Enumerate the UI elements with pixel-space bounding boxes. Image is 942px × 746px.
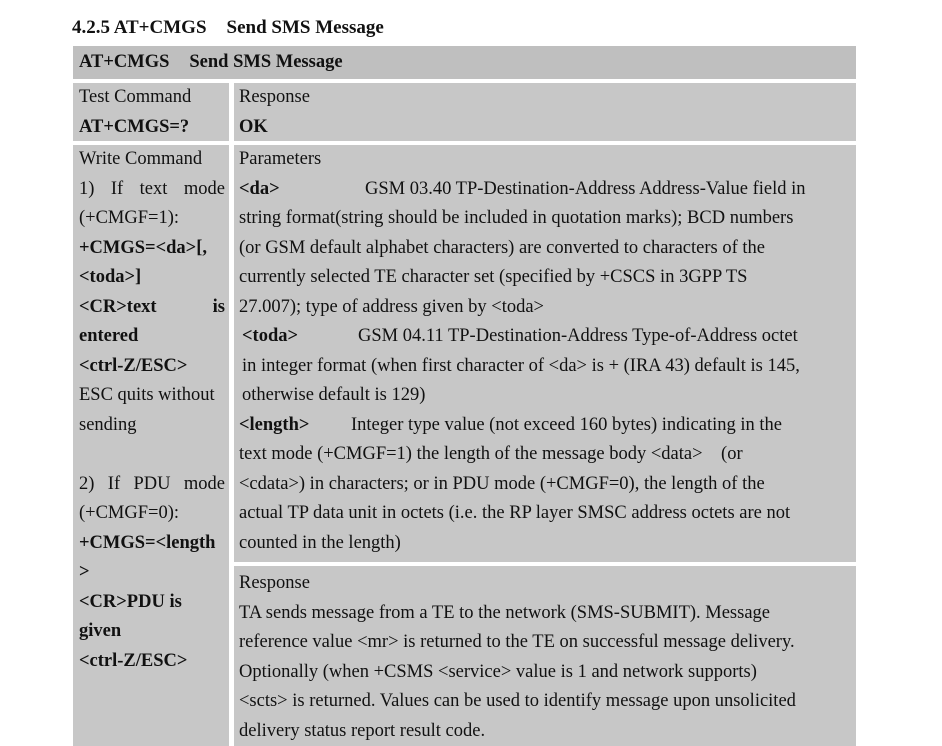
- section-title: 4.2.5 AT+CMGS Send SMS Message: [72, 13, 384, 43]
- text-mode-condition: (+CMGF=1):: [79, 208, 180, 228]
- param-length-desc: Integer type value (not exceed 160 bytes…: [351, 414, 783, 435]
- parameters-label: Parameters: [239, 149, 322, 169]
- param-da-desc: string format(string should be included …: [239, 208, 794, 228]
- param-da-desc: GSM 03.40 TP-Destination-Address Address…: [365, 178, 806, 199]
- cr-text-word: is: [212, 296, 225, 317]
- cr-text-word: <CR>text: [79, 296, 157, 317]
- text-mode-word: text: [139, 178, 168, 199]
- pdu-mode-condition: (+CMGF=0):: [79, 503, 180, 523]
- pdu-syntax-1: +CMGS=<length: [79, 532, 216, 553]
- header-name: Send SMS Message: [189, 52, 343, 72]
- test-command-syntax: AT+CMGS=?: [79, 116, 190, 137]
- param-length-desc: text mode (+CMGF=1) the length of the me…: [239, 444, 743, 464]
- ctrl-z-text: <ctrl-Z/ESC>: [79, 355, 188, 376]
- response-cell: Response TA sends message from a TE to t…: [234, 566, 856, 746]
- param-toda-desc: otherwise default is 129): [242, 385, 426, 405]
- text-mode-syntax-2: <toda>]: [79, 267, 142, 287]
- param-length-name: <length>: [239, 414, 310, 435]
- write-command-cell: Write Command 1) If text mode (+CMGF=1):…: [73, 145, 229, 746]
- command-table: AT+CMGS Send SMS Message Test Command AT+…: [73, 46, 856, 746]
- section-name: Send SMS Message: [226, 17, 384, 38]
- param-da-desc: (or GSM default alphabet characters) are…: [239, 237, 765, 258]
- response-label: Response: [239, 573, 310, 593]
- response-text: Optionally (when +CSMS <service> value i…: [239, 661, 757, 682]
- table-header: AT+CMGS Send SMS Message: [73, 46, 856, 79]
- given-text: given: [79, 621, 122, 641]
- pdu-mode-word: PDU: [133, 473, 171, 494]
- cr-text-line: <CR>text is: [79, 293, 225, 323]
- test-response-label: Response: [239, 87, 310, 107]
- param-length-line: <length> Integer type value (not exceed 1…: [239, 411, 846, 441]
- param-length-desc: <cdata>) in characters; or in PDU mode (…: [239, 473, 765, 494]
- test-response-value: OK: [239, 116, 268, 137]
- text-mode-syntax-1: +CMGS=<da>[,: [79, 237, 207, 258]
- pdu-mode-word: 2): [79, 473, 95, 494]
- param-length-desc: actual TP data unit in octets (i.e. the …: [239, 503, 791, 523]
- param-da-desc: 27.007); type of address given by <toda>: [239, 296, 544, 317]
- param-da-name: <da>: [239, 178, 280, 199]
- text-mode-word: 1): [79, 178, 95, 199]
- response-text: <scts> is returned. Values can be used t…: [239, 691, 796, 711]
- pdu-syntax-2: >: [79, 562, 90, 582]
- param-da-desc: currently selected TE character set (spe…: [239, 267, 748, 287]
- param-toda-name: <toda>: [242, 326, 299, 346]
- text-mode-heading: 1) If text mode: [79, 175, 225, 205]
- parameters-cell: Parameters <da> GSM 03.40 TP-Destination-…: [234, 145, 856, 562]
- param-toda-desc: GSM 04.11 TP-Destination-Address Type-of…: [358, 326, 798, 346]
- response-text: delivery status report result code.: [239, 720, 486, 741]
- param-toda-desc: in integer format (when first character …: [242, 355, 800, 376]
- response-text: reference value <mr> is returned to the …: [239, 632, 795, 652]
- test-command-cell: Test Command AT+CMGS=?: [73, 83, 229, 141]
- header-cmd: AT+CMGS: [79, 52, 170, 72]
- cr-pdu-text: <CR>PDU is: [79, 591, 182, 612]
- ctrl-z-text-2: <ctrl-Z/ESC>: [79, 650, 188, 671]
- test-response-cell: Response OK: [234, 83, 856, 141]
- pdu-mode-heading: 2) If PDU mode: [79, 470, 225, 500]
- esc-quits-text: ESC quits without: [79, 385, 215, 405]
- text-mode-word: If: [110, 178, 124, 199]
- param-da-line: <da> GSM 03.40 TP-Destination-Address Add…: [239, 175, 846, 205]
- section-number-cmd: 4.2.5 AT+CMGS: [72, 17, 207, 38]
- pdu-mode-word: If: [107, 473, 121, 494]
- pdu-mode-word: mode: [183, 473, 225, 494]
- param-toda-line: <toda> GSM 04.11 TP-Destination-Address T…: [239, 322, 846, 352]
- sending-text: sending: [79, 414, 137, 435]
- param-length-desc: counted in the length): [239, 532, 401, 553]
- write-command-label: Write Command: [79, 149, 203, 169]
- test-command-label: Test Command: [79, 87, 192, 107]
- response-text: TA sends message from a TE to the networ…: [239, 602, 771, 623]
- text-mode-word: mode: [183, 178, 225, 199]
- entered-text: entered: [79, 326, 139, 346]
